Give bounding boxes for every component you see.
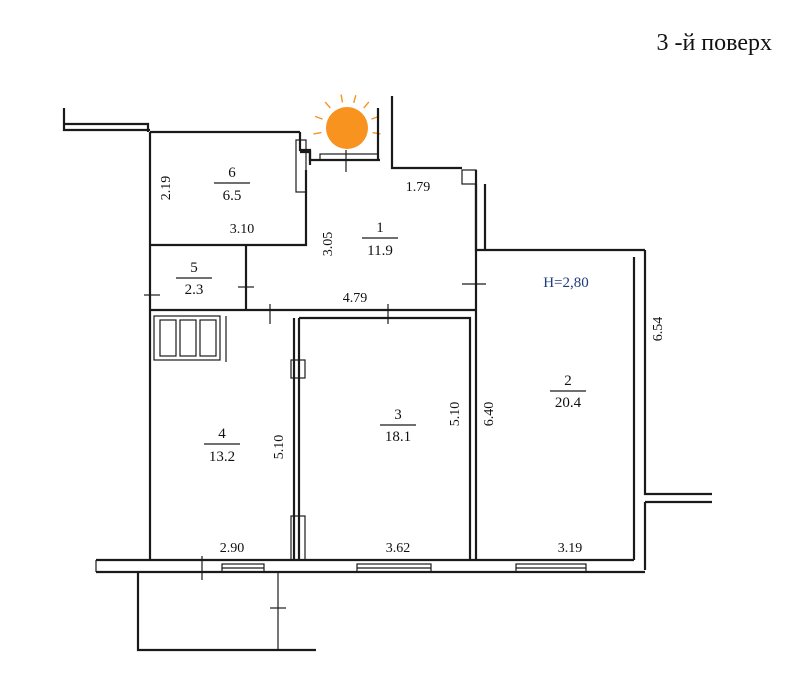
svg-text:6.5: 6.5	[223, 188, 242, 204]
dim-2-90: 2.90	[220, 541, 245, 556]
svg-text:1: 1	[376, 220, 384, 236]
dim-2-19: 2.19	[159, 176, 174, 201]
sun-ray	[363, 101, 370, 109]
sun-ray	[353, 94, 357, 104]
sun-ray	[314, 115, 323, 120]
room-label-6: 6 6.5	[214, 165, 250, 204]
svg-text:13.2: 13.2	[209, 449, 235, 465]
dimension-ticks	[144, 150, 486, 580]
svg-text:18.1: 18.1	[385, 429, 411, 445]
room-label-2: 2 20.4	[550, 373, 586, 411]
windows	[221, 153, 587, 573]
svg-text:20.4: 20.4	[555, 395, 582, 411]
dim-5-10-left: 5.10	[272, 435, 287, 460]
svg-text:2.3: 2.3	[185, 282, 204, 298]
dimension-labels: 2.19 3.10 3.05 1.79 4.79 6.54 5.10 5.10 …	[159, 176, 666, 556]
sun-ray	[313, 131, 322, 135]
svg-text:5: 5	[190, 260, 198, 276]
dim-3-10: 3.10	[230, 222, 255, 237]
sun-icon	[313, 94, 381, 149]
dim-3-62: 3.62	[386, 541, 411, 556]
room-label-1: 1 11.9	[362, 220, 398, 259]
svg-text:3: 3	[394, 407, 402, 423]
room-label-3: 3 18.1	[380, 407, 416, 445]
ceiling-height-label: H=2,80	[543, 275, 589, 291]
room-label-5: 5 2.3	[176, 260, 212, 298]
floor-label: 3 -й поверх	[656, 30, 772, 56]
dim-1-79: 1.79	[406, 180, 431, 195]
interior-walls	[150, 139, 478, 561]
sun-ray	[340, 94, 344, 103]
room-label-4: 4 13.2	[204, 426, 240, 465]
wardrobe	[153, 315, 227, 362]
svg-text:2: 2	[564, 373, 572, 389]
dim-6-54: 6.54	[651, 317, 666, 342]
svg-text:6: 6	[228, 165, 236, 181]
sun-ray	[324, 101, 331, 109]
sun-ray	[372, 131, 381, 135]
balcony	[136, 572, 316, 652]
dim-5-10-mid: 5.10	[448, 402, 463, 427]
svg-text:4: 4	[218, 426, 226, 442]
svg-text:11.9: 11.9	[367, 243, 393, 259]
dim-3-05: 3.05	[321, 232, 336, 257]
dim-6-40: 6.40	[482, 402, 497, 427]
outer-walls	[62, 96, 712, 574]
dim-3-19: 3.19	[558, 541, 583, 556]
dim-4-79: 4.79	[343, 291, 368, 306]
